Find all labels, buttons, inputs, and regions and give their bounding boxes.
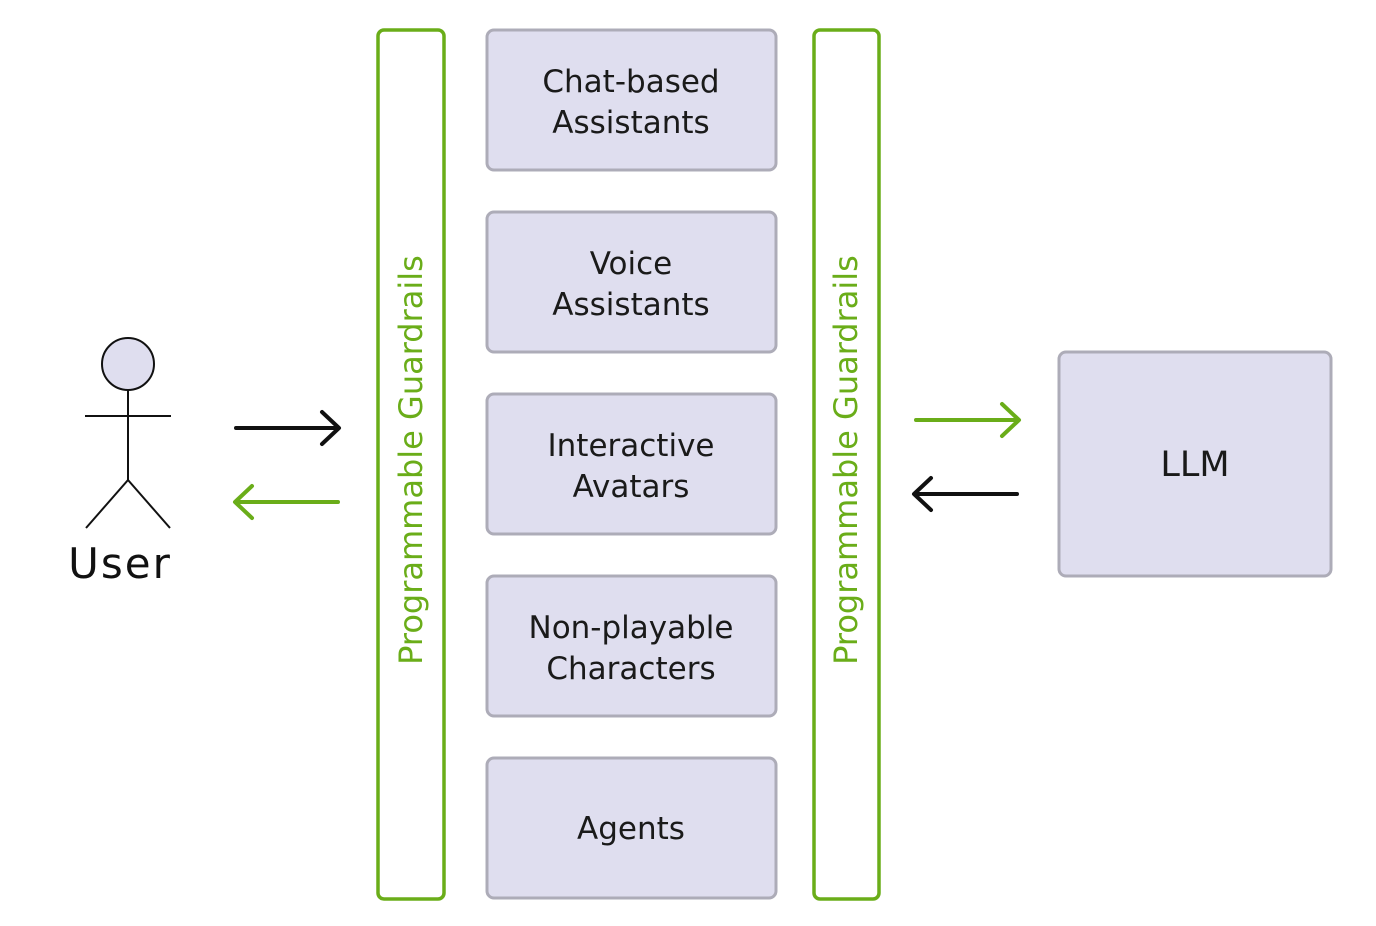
application-box-label-line2: Assistants <box>552 105 709 141</box>
llm-to-rail-arrow <box>912 476 1019 512</box>
user-to-rail-arrow <box>234 410 341 446</box>
application-box-frame <box>485 756 778 900</box>
arrow-right-icon <box>234 410 341 446</box>
rail-to-user-arrow <box>233 484 340 520</box>
application-box-frame <box>485 574 778 718</box>
user-head-icon <box>101 337 155 391</box>
application-box-label-line2: Characters <box>546 651 715 687</box>
application-box-label-line1: Voice <box>590 246 673 282</box>
application-box-voice: Voice Assistants <box>485 210 778 354</box>
llm-box-frame <box>1057 350 1333 578</box>
right-guardrail-label: Programmable Guardrails <box>827 255 865 665</box>
rail-to-llm-arrow <box>914 402 1021 438</box>
application-box-frame <box>485 210 778 354</box>
user-right-leg <box>127 479 171 529</box>
application-box-label-line2: Assistants <box>552 287 709 323</box>
application-box-chat: Chat-based Assistants <box>485 28 778 172</box>
arrow-left-icon <box>233 484 340 520</box>
llm-box: LLM <box>1057 350 1333 578</box>
llm-label: LLM <box>1160 445 1229 485</box>
application-box-npc: Non-playable Characters <box>485 574 778 718</box>
application-box-label-line2: Avatars <box>573 469 690 505</box>
left-guardrail-frame <box>376 28 446 901</box>
application-box-label-line1: Interactive <box>548 428 715 464</box>
user-label: User <box>68 539 172 588</box>
application-box-label-line1: Agents <box>577 811 685 847</box>
arrow-left-icon <box>912 476 1019 512</box>
application-box-agents: Agents <box>485 756 778 900</box>
application-box-label-line1: Non-playable <box>529 610 734 646</box>
right-guardrail: Programmable Guardrails <box>812 28 881 901</box>
left-guardrail: Programmable Guardrails <box>376 28 446 901</box>
left-guardrail-label: Programmable Guardrails <box>392 255 430 665</box>
user-actor: User <box>68 337 172 588</box>
application-box-frame <box>485 392 778 536</box>
application-box-label-line1: Chat-based <box>542 64 719 100</box>
user-left-leg <box>85 479 129 529</box>
application-box-avatars: Interactive Avatars <box>485 392 778 536</box>
application-box-frame <box>485 28 778 172</box>
arrow-right-icon <box>914 402 1021 438</box>
right-guardrail-frame <box>812 28 881 901</box>
